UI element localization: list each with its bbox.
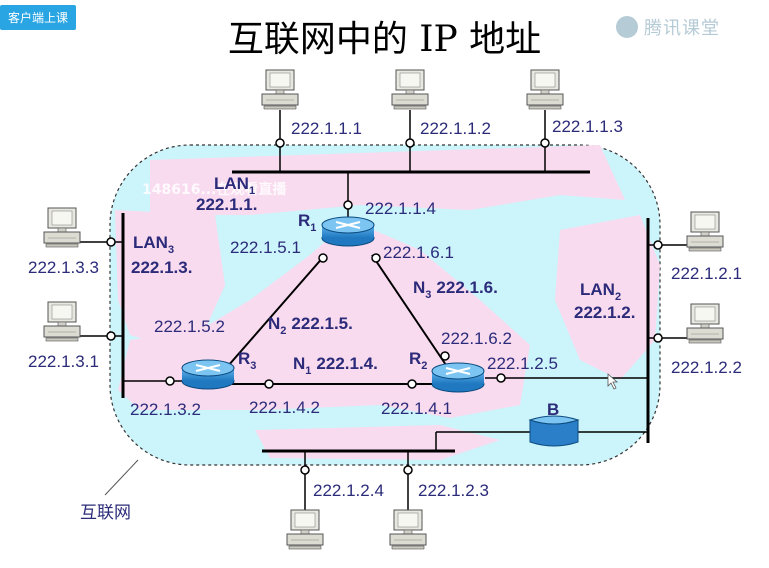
host-label-h122: 222.1.2.2 — [671, 358, 742, 377]
internet-label: 互联网 — [80, 503, 131, 523]
bridge-name: B — [547, 400, 559, 419]
internet-pointer — [104, 459, 139, 496]
link-n3 — [371, 254, 447, 366]
lan2-name: LAN2 — [580, 280, 621, 303]
host-label-h121: 222.1.2.1 — [671, 264, 742, 283]
router-r2-icon — [431, 362, 485, 393]
if-label-r2-lan2: 222.1.2.5 — [487, 354, 558, 373]
cursor-icon — [607, 373, 619, 390]
host-label-h111: 222.1.1.1 — [291, 119, 362, 138]
host-label-h112: 222.1.1.2 — [420, 119, 491, 138]
page-title: 互联网中的 IP 地址 — [227, 19, 542, 60]
lan3-area — [115, 210, 225, 345]
if-label-r2-n3: 222.1.6.2 — [441, 329, 512, 348]
link-n2 — [227, 254, 326, 367]
if-label-r2-n1: 222.1.4.1 — [381, 399, 452, 418]
router-r2-name: R2 — [409, 349, 427, 372]
if-label-r1-n3: 222.1.6.1 — [383, 243, 454, 262]
router-r1-icon — [321, 216, 375, 247]
computer-icon — [43, 207, 81, 248]
lan1-prefix: 222.1.1. — [196, 195, 257, 214]
host-label-h123: 222.1.2.3 — [418, 481, 489, 500]
host-label-h113: 222.1.1.3 — [552, 117, 623, 136]
client-class-button[interactable]: 客户端上课 — [0, 5, 77, 30]
top-bar — [0, 0, 769, 40]
computer-icon — [286, 509, 324, 550]
computer-icon — [526, 69, 564, 110]
lan1-name: LAN1 — [214, 174, 255, 197]
router-r1-name: R1 — [298, 211, 316, 234]
host-label-h124: 222.1.2.4 — [313, 481, 384, 500]
computer-icon — [261, 69, 299, 110]
lan3-name: LAN3 — [133, 233, 174, 256]
bridge-icon — [528, 415, 580, 447]
computer-icon — [43, 301, 81, 342]
router-r3-icon — [181, 359, 235, 390]
lan1-area — [150, 145, 625, 215]
logo-text: 腾讯课堂 — [644, 18, 720, 39]
lan2-prefix: 222.1.2. — [574, 303, 635, 322]
if-label-r3-n1: 222.1.4.2 — [249, 398, 320, 417]
if-label-r3-n2: 222.1.5.2 — [154, 317, 225, 336]
if-label-r1-lan1: 222.1.1.4 — [365, 199, 436, 218]
computer-icon — [391, 69, 429, 110]
host-label-h131: 222.1.3.1 — [28, 352, 99, 371]
logo-icon — [616, 16, 638, 38]
router-r3-name: R3 — [238, 349, 256, 372]
if-label-r3-lan3: 222.1.3.2 — [130, 400, 201, 419]
watermark-text: 148616...在观看直播 — [142, 181, 287, 198]
tencent-classroom-logo: 腾讯课堂 — [616, 14, 720, 40]
lan3-prefix: 222.1.3. — [131, 258, 192, 277]
computer-icon — [686, 211, 724, 252]
interface-dots — [106, 138, 663, 475]
if-label-r1-n2: 222.1.5.1 — [230, 238, 301, 257]
computer-icon — [389, 509, 427, 550]
host-label-h133: 222.1.3.3 — [28, 258, 99, 277]
lan2-area — [555, 215, 660, 380]
computer-icon — [686, 303, 724, 344]
